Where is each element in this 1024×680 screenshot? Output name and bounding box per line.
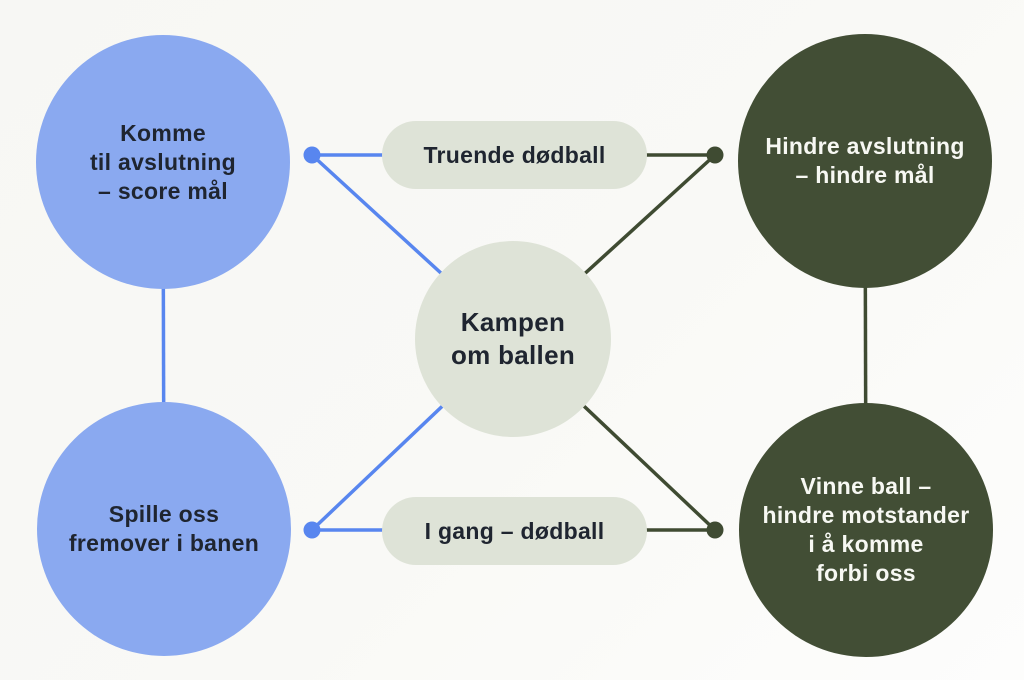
pill-threatening-setpiece-label: Truende dødball bbox=[423, 141, 606, 168]
junction-dot-green-top bbox=[706, 146, 724, 164]
node-advance-play-label: Spille oss fremover i banen bbox=[68, 501, 260, 556]
node-prevent-finish-label: Hindre avslutning – hindre mål bbox=[765, 133, 965, 188]
node-win-ball: Vinne ball – hindre motstander i å komme… bbox=[739, 403, 993, 657]
node-prevent-finish: Hindre avslutning – hindre mål bbox=[738, 34, 992, 288]
node-attack-finish-label: Komme til avslutning – score mål bbox=[89, 119, 237, 204]
pill-threatening-setpiece: Truende dødball bbox=[382, 121, 647, 189]
node-advance-play: Spille oss fremover i banen bbox=[37, 402, 291, 656]
junction-dot-blue-top bbox=[303, 146, 321, 164]
node-battle-for-ball-label: Kampen om ballen bbox=[450, 307, 576, 370]
junction-dot-blue-bottom bbox=[303, 521, 321, 539]
pill-inplay-setpiece: I gang – dødball bbox=[382, 497, 647, 565]
pill-inplay-setpiece-label: I gang – dødball bbox=[424, 517, 605, 544]
node-attack-finish: Komme til avslutning – score mål bbox=[36, 35, 290, 289]
node-battle-for-ball: Kampen om ballen bbox=[415, 241, 611, 437]
node-win-ball-label: Vinne ball – hindre motstander i å komme… bbox=[762, 473, 970, 586]
junction-dot-green-bottom bbox=[706, 521, 724, 539]
